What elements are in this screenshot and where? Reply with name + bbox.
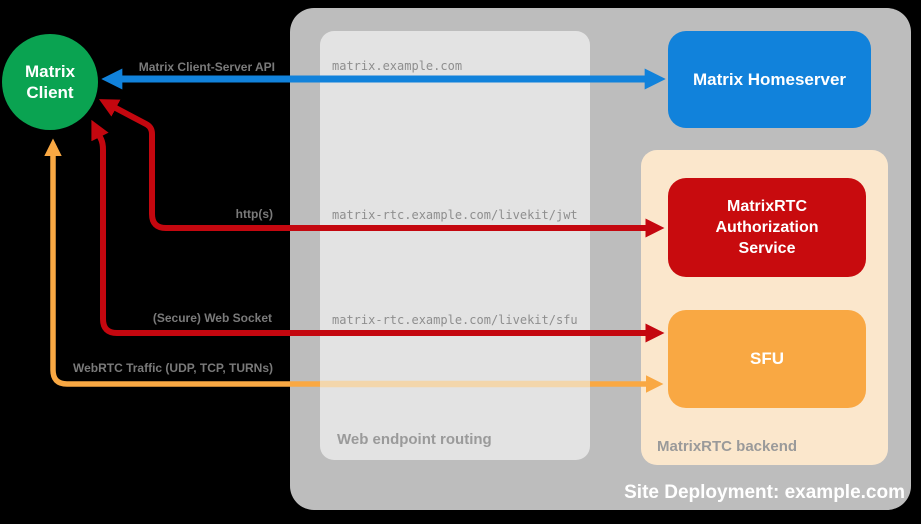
matrix-client-node: Matrix Client [2, 34, 98, 130]
https-arrow-label: http(s) [235, 207, 273, 221]
matrixrtc-backend-caption: MatrixRTC backend [657, 438, 798, 455]
endpoint-livekit-sfu: matrix-rtc.example.com/livekit/sfu [332, 313, 578, 327]
endpoint-livekit-jwt: matrix-rtc.example.com/livekit/jwt [332, 208, 578, 222]
matrixrtc-authorization-service-label: MatrixRTC Authorization Service [715, 198, 819, 257]
web-endpoint-routing-box: matrix.example.com matrix-rtc.example.co… [320, 31, 590, 460]
matrix-homeserver-node: Matrix Homeserver [668, 31, 871, 128]
matrix-client-label-line1: Matrix [24, 62, 76, 81]
matrix-client-label-line2: Client [26, 83, 74, 102]
client-server-api-arrow-label: Matrix Client-Server API [138, 60, 275, 74]
web-socket-arrow-label: (Secure) Web Socket [152, 311, 272, 325]
matrix-homeserver-label: Matrix Homeserver [692, 69, 847, 89]
sfu-node: SFU [668, 310, 866, 408]
web-endpoint-routing-caption: Web endpoint routing [337, 431, 492, 448]
site-deployment-caption: Site Deployment: example.com [624, 482, 905, 503]
sfu-label: SFU [750, 349, 784, 368]
webrtc-traffic-arrow-label: WebRTC Traffic (UDP, TCP, TURNs) [72, 361, 273, 375]
matrixrtc-authorization-service-node: MatrixRTC Authorization Service [668, 178, 866, 277]
matrixrtc-backend-container: MatrixRTC Authorization Service SFU Matr… [641, 150, 888, 465]
site-deployment-container: matrix.example.com matrix-rtc.example.co… [290, 8, 911, 510]
endpoint-matrix: matrix.example.com [332, 59, 463, 73]
